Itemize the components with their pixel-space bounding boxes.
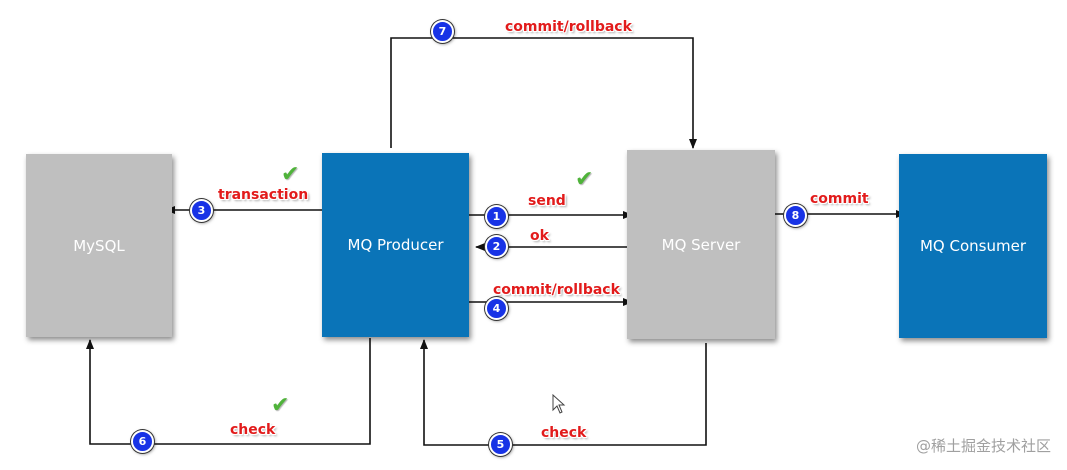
step-2-badge: 2 — [485, 235, 508, 258]
check-mark-icon: ✔ — [281, 162, 300, 187]
edge-5-line — [420, 339, 707, 446]
edge-1-label: send — [528, 193, 566, 209]
edge-8-label: commit — [810, 191, 869, 207]
edge-4-label: commit/rollback — [493, 282, 620, 298]
node-mysql-label: MySQL — [73, 236, 125, 255]
edge-3-label: transaction — [218, 187, 309, 203]
node-mq-consumer: MQ Consumer — [899, 154, 1047, 338]
watermark-text: @稀土掘金技术社区 — [915, 437, 1051, 455]
node-mq-producer: MQ Producer — [322, 153, 469, 337]
step-5-badge: 5 — [489, 433, 512, 456]
edge-2-label: ok — [530, 228, 549, 244]
step-4-badge: 4 — [485, 297, 508, 320]
edge-6-label: check — [230, 422, 276, 438]
step-7-badge: 7 — [431, 20, 454, 43]
node-mq-consumer-label: MQ Consumer — [919, 237, 1026, 255]
edge-6-line — [86, 338, 371, 445]
check-mark-icon: ✔ — [271, 393, 290, 418]
node-mq-producer-label: MQ Producer — [347, 236, 444, 254]
node-mq-server: MQ Server — [627, 150, 775, 339]
check-mark-icon: ✔ — [575, 167, 594, 192]
step-8-badge: 8 — [784, 204, 807, 227]
step-3-badge: 3 — [190, 199, 213, 222]
node-mysql: MySQL — [26, 154, 172, 337]
edge-7-line — [390, 37, 697, 149]
edge-7-label: commit/rollback — [505, 19, 632, 35]
step-1-badge: 1 — [485, 205, 508, 228]
mouse-cursor-icon — [552, 394, 566, 414]
edge-5-label: check — [541, 425, 587, 441]
step-6-badge: 6 — [131, 430, 154, 453]
node-mq-server-label: MQ Server — [661, 235, 741, 254]
